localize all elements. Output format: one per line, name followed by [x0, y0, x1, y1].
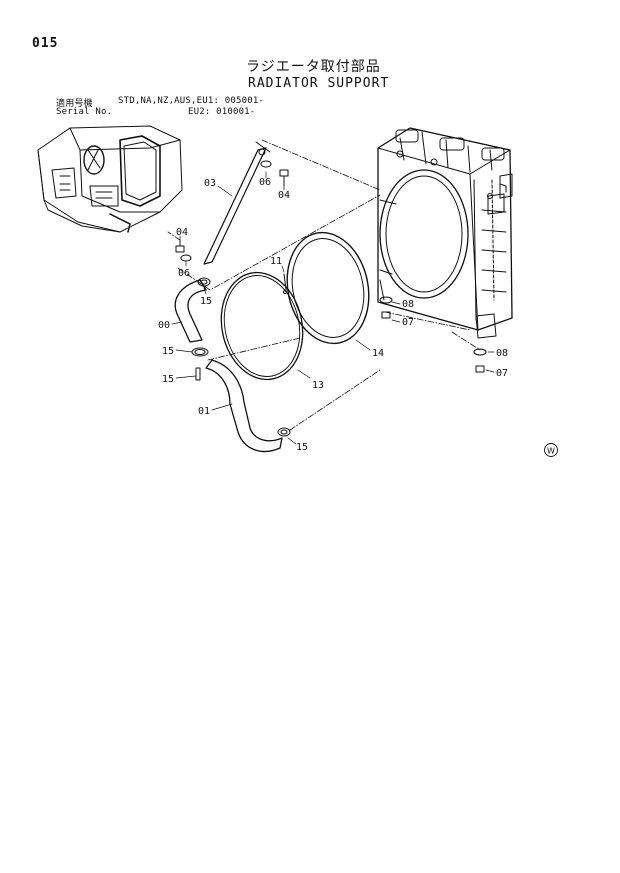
page-marker-letter: W [547, 447, 555, 456]
callout-15: 15 [200, 296, 212, 307]
bolt-07-right [381, 311, 391, 319]
callout-00: 00 [158, 320, 170, 331]
pin-11 [283, 273, 287, 294]
callout-11: 11 [270, 256, 282, 267]
title-japanese: ラジエータ取付部品 [246, 59, 381, 75]
clamp-15-upper [197, 277, 211, 287]
callout-15: 15 [162, 346, 174, 357]
lower-hose-01 [205, 359, 283, 453]
clamp-15-lower [277, 427, 291, 437]
callout-06: 06 [259, 177, 271, 188]
washer-08-lower [473, 348, 487, 356]
callout-14: 14 [372, 348, 384, 359]
bolt-04-left [175, 239, 185, 253]
callout-15: 15 [162, 374, 174, 385]
radiator-core-assembly [377, 127, 513, 339]
callout-04: 04 [278, 190, 290, 201]
title-english: RADIATOR SUPPORT [248, 76, 390, 91]
bolt-04-upper [279, 169, 289, 187]
serial-label-en: Serial No. [56, 107, 113, 117]
serial-label-jp: 適用号機 [56, 99, 93, 109]
callout-07: 07 [496, 368, 508, 379]
washer-06-left [180, 254, 192, 262]
callout-15: 15 [296, 442, 308, 453]
clamp-15-mid [191, 347, 209, 357]
page-number: 015 [32, 36, 59, 51]
upper-hose-00 [174, 279, 207, 343]
serial-line-1: STD,NA,NZ,AUS,EU1: 005001- [118, 96, 265, 106]
stay-03 [203, 141, 271, 265]
clamp-15-small [195, 367, 201, 381]
seal-ring-13 [220, 271, 304, 381]
callout-06: 06 [178, 268, 190, 279]
serial-line-2: EU2: 010001- [188, 107, 256, 117]
washer-08-right [379, 296, 393, 304]
callout-01: 01 [198, 406, 210, 417]
bolt-07-lower [475, 365, 485, 373]
page-marker-badge: W [544, 443, 558, 457]
machine-locator-thumbnail [37, 125, 183, 233]
callout-04: 04 [176, 227, 188, 238]
callout-13: 13 [312, 380, 324, 391]
washer-06-upper [260, 160, 272, 168]
callout-07: 07 [402, 317, 414, 328]
callout-08: 08 [402, 299, 414, 310]
callout-03: 03 [204, 178, 216, 189]
callout-08: 08 [496, 348, 508, 359]
